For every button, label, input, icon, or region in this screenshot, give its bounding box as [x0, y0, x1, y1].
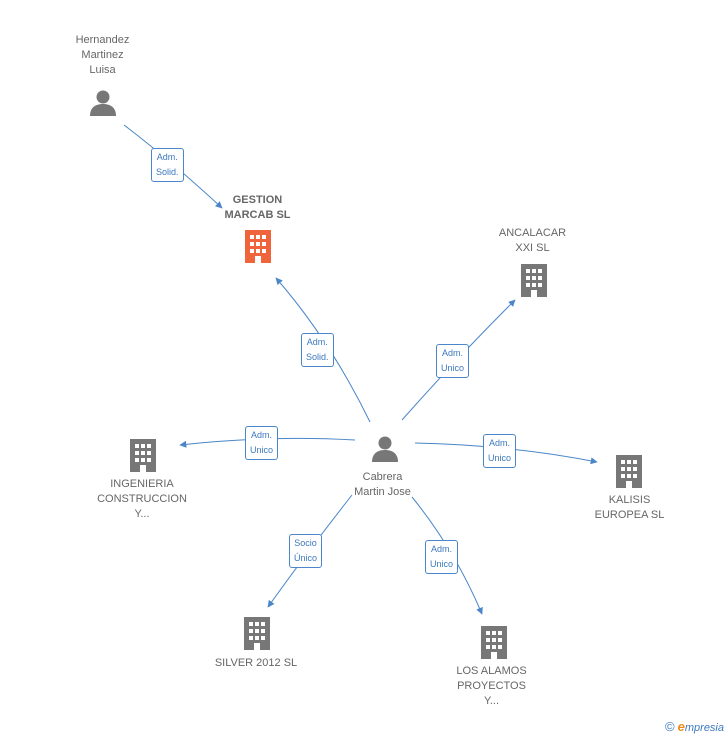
footer-brand[interactable]: © empresia	[665, 719, 724, 734]
building-icon[interactable]	[127, 437, 159, 473]
brand-name: mpresia	[684, 722, 724, 734]
building-icon[interactable]	[613, 453, 645, 489]
building-icon[interactable]	[478, 624, 510, 660]
building-icon[interactable]	[241, 615, 273, 651]
edge-label: Adm. Unico	[425, 540, 459, 574]
building-icon-main[interactable]	[242, 228, 274, 264]
person-icon[interactable]	[370, 434, 400, 464]
edge-label: Adm. Solid.	[151, 148, 184, 182]
edge-label: Adm. Solid.	[301, 333, 334, 367]
edge-label: Adm. Unico	[483, 434, 517, 468]
copyright-symbol: ©	[664, 719, 675, 734]
node-label-alamos[interactable]: LOS ALAMOS PROYECTOS Y...	[456, 665, 527, 707]
building-icon[interactable]	[518, 262, 550, 298]
edge-label: Adm. Unico	[436, 344, 470, 378]
edge-label: Adm. Unico	[245, 426, 279, 460]
brand-initial: e	[677, 719, 685, 734]
node-label-silver[interactable]: SILVER 2012 SL	[214, 657, 298, 669]
edge-label: Socio Único	[289, 534, 323, 568]
node-label-ingenieria[interactable]: INGENIERIA CONSTRUCCION Y...	[97, 478, 187, 520]
node-label-kalisis[interactable]: KALISIS EUROPEA SL	[594, 494, 665, 521]
node-label-gestion[interactable]: GESTION MARCAB SL	[224, 194, 291, 221]
person-icon[interactable]	[88, 88, 118, 118]
node-label-hernandez[interactable]: Hernandez Martinez Luisa	[75, 34, 130, 76]
node-label-cabrera[interactable]: Cabrera Martin Jose	[354, 471, 411, 498]
node-label-ancalacar[interactable]: ANCALACAR XXI SL	[498, 227, 567, 254]
